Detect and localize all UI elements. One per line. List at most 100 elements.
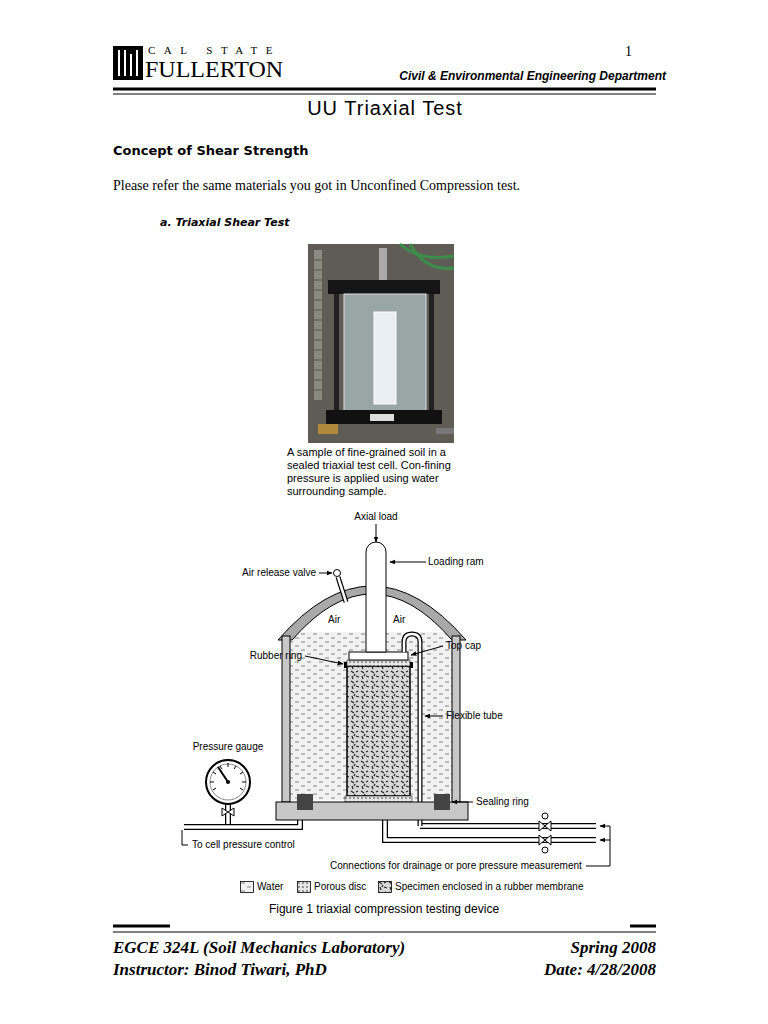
photo	[374, 312, 396, 404]
region-label: Air	[328, 614, 340, 626]
leader-line	[376, 524, 377, 542]
pipe	[420, 823, 596, 829]
part-label: Top cap	[446, 640, 481, 652]
valve-symbol	[222, 808, 234, 816]
legend-swatch	[297, 881, 311, 893]
photo	[334, 294, 339, 412]
subsection-heading: a. Triaxial Shear Test	[160, 216, 289, 229]
pipe	[184, 820, 300, 827]
part-label: Loading ram	[428, 556, 484, 568]
leader-line	[411, 646, 443, 655]
photo	[314, 260, 322, 390]
triaxial-cell	[349, 652, 408, 660]
triaxial-cell	[347, 660, 410, 666]
footer-text: Instructor: Binod Tiwari, PhD	[113, 960, 327, 980]
footer-text: Spring 2008	[571, 938, 657, 958]
legend-item: Specimen enclosed in a rubber membrane	[378, 881, 583, 893]
page-title: UU Triaxial Test	[307, 96, 463, 120]
footer-rule	[113, 925, 170, 928]
valve-symbol	[539, 821, 551, 831]
photo	[328, 280, 440, 294]
leader-line	[452, 802, 473, 803]
header-rule	[113, 94, 656, 95]
triaxial-cell	[410, 662, 413, 668]
photo	[344, 294, 426, 412]
legend-swatch	[241, 882, 254, 893]
triaxial-cell	[345, 796, 412, 802]
triaxial-cell	[404, 634, 420, 826]
leader-line	[586, 866, 610, 867]
part-label: Pressure gauge	[193, 741, 264, 753]
legend-item: Porous disc	[297, 881, 366, 893]
valve-symbol	[539, 835, 551, 845]
leader-line	[305, 524, 610, 866]
triaxial-cell	[434, 794, 450, 810]
pipe	[182, 802, 596, 845]
footer-rule	[113, 926, 656, 932]
header-rule	[113, 88, 656, 91]
triaxial-cell	[334, 570, 341, 577]
figure-caption: Figure 1 triaxial compression testing de…	[269, 902, 499, 916]
leader-line	[319, 573, 332, 574]
department-name: Civil & Environmental Engineering Depart…	[399, 69, 666, 83]
legend-text: Water	[257, 881, 283, 892]
footer-rule	[630, 925, 656, 928]
photo	[410, 244, 454, 269]
part-label: Sealing ring	[476, 796, 529, 808]
photo	[308, 244, 454, 443]
pressure-gauge	[206, 760, 250, 804]
triaxial-cell	[290, 632, 452, 800]
pipe	[420, 824, 596, 828]
legend-swatch	[240, 881, 254, 893]
part-label: Air release valve	[242, 567, 316, 579]
photo	[370, 414, 394, 421]
valve-symbol	[542, 813, 548, 819]
header-rule	[113, 89, 656, 94]
legend-item: Water	[240, 881, 283, 893]
photo	[326, 410, 442, 424]
legend-text: Porous disc	[314, 881, 366, 892]
triaxial-cell	[276, 542, 468, 826]
photo	[314, 250, 322, 400]
photo	[436, 428, 454, 434]
leader-line	[425, 716, 443, 717]
logo-wordmark: CAL STATE	[148, 44, 281, 57]
triaxial-cell	[404, 634, 420, 826]
leader-line	[600, 840, 610, 841]
leader-line	[305, 656, 343, 664]
pipe	[182, 830, 188, 845]
triaxial-cell	[338, 577, 346, 602]
logo-icon	[113, 46, 143, 80]
valve-symbol	[542, 847, 548, 853]
triaxial-cell	[297, 794, 313, 810]
triaxial-cell	[366, 542, 386, 652]
triaxial-cell	[347, 666, 410, 796]
region-label: Air	[393, 614, 405, 626]
pressure-gauge	[206, 760, 250, 804]
part-label: Flexible tube	[446, 710, 503, 722]
photo-caption: A sample of fine-grained soil in a seale…	[287, 446, 477, 498]
page-number: 1	[625, 44, 632, 61]
pressure-gauge	[226, 780, 230, 784]
logo-icon	[119, 50, 137, 76]
triaxial-cell	[344, 662, 347, 668]
photo	[429, 294, 434, 412]
legend-text: Specimen enclosed in a rubber membrane	[395, 881, 583, 892]
legend-swatch	[379, 882, 392, 893]
footer-text: EGCE 324L (Soil Mechanics Laboratory)	[113, 938, 405, 958]
section-heading: Concept of Shear Strength	[113, 143, 308, 159]
leader-line	[390, 562, 426, 563]
legend-swatch	[378, 881, 392, 893]
leader-line	[610, 826, 611, 866]
part-label: Connections for drainage or pore pressur…	[330, 860, 582, 872]
photo	[379, 248, 387, 282]
pressure-gauge	[218, 767, 228, 782]
body-text: Please refer the same materials you got …	[113, 178, 520, 195]
part-label: To cell pressure control	[192, 839, 295, 851]
photo	[318, 424, 338, 434]
legend-swatch	[298, 882, 311, 893]
part-label: Rubber ring	[250, 650, 302, 662]
pressure-gauge	[210, 764, 246, 800]
photo	[400, 244, 454, 258]
